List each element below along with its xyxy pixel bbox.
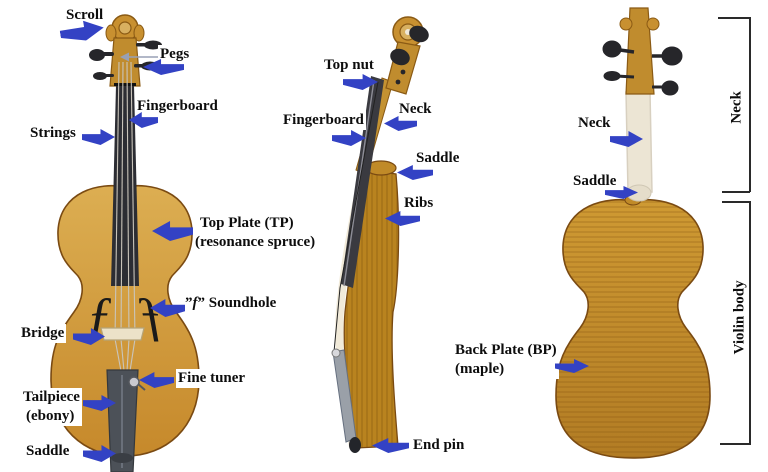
label-ribs: Ribs [402, 194, 436, 213]
label-saddle-side: Saddle [414, 149, 462, 168]
violin-front-view: ƒ ƒ [50, 14, 200, 472]
soundhole-f-italic: f [192, 295, 198, 311]
label-top-plate: Top Plate (TP) (resonance spruce) [193, 214, 318, 252]
neck-bracket-line [749, 17, 751, 192]
label-top-nut: Top nut [322, 56, 376, 75]
label-saddle-back: Saddle [571, 172, 619, 191]
label-pegs: Pegs [158, 45, 192, 64]
front-fine-tuner [128, 376, 140, 388]
label-strings: Strings [28, 124, 78, 143]
body-bracket-line [749, 201, 751, 445]
back-pegbox [625, 7, 655, 95]
front-top-nut [114, 83, 136, 86]
violin-back-view [555, 7, 711, 459]
body-bracket-bottom-tick [720, 443, 750, 445]
front-strings [114, 61, 136, 372]
label-fingerboard-side: Fingerboard [281, 111, 366, 130]
pegs-pointer-line [120, 52, 158, 62]
side-end-pin [349, 437, 361, 453]
neck-bracket-bottom-tick [722, 191, 750, 193]
bracket-label-neck: Neck [728, 91, 745, 124]
side-pegbox [385, 41, 421, 95]
back-pegs [602, 40, 683, 96]
neck-bracket-top-tick [718, 17, 750, 19]
label-soundhole: ”f” Soundhole [183, 294, 279, 313]
front-bottom-saddle [111, 453, 133, 463]
label-fingerboard-front: Fingerboard [135, 97, 220, 116]
label-saddle-front: Saddle [24, 442, 72, 461]
front-bridge [100, 327, 145, 341]
label-bridge: Bridge [19, 324, 67, 343]
label-end-pin: End pin [411, 436, 467, 455]
label-neck-back: Neck [576, 114, 613, 133]
label-neck-side: Neck [397, 100, 434, 119]
side-pegs [390, 25, 429, 85]
label-back-plate: Back Plate (BP) (maple) [453, 341, 559, 379]
body-bracket-top-tick [722, 201, 750, 203]
violin-side-view [331, 16, 429, 453]
label-fine-tuner: Fine tuner [176, 369, 248, 388]
label-tailpiece: Tailpiece (ebony) [21, 388, 82, 426]
bracket-label-violin-body: Violin body [731, 280, 748, 355]
label-scroll: Scroll [64, 6, 106, 25]
front-pegbox [109, 37, 141, 87]
